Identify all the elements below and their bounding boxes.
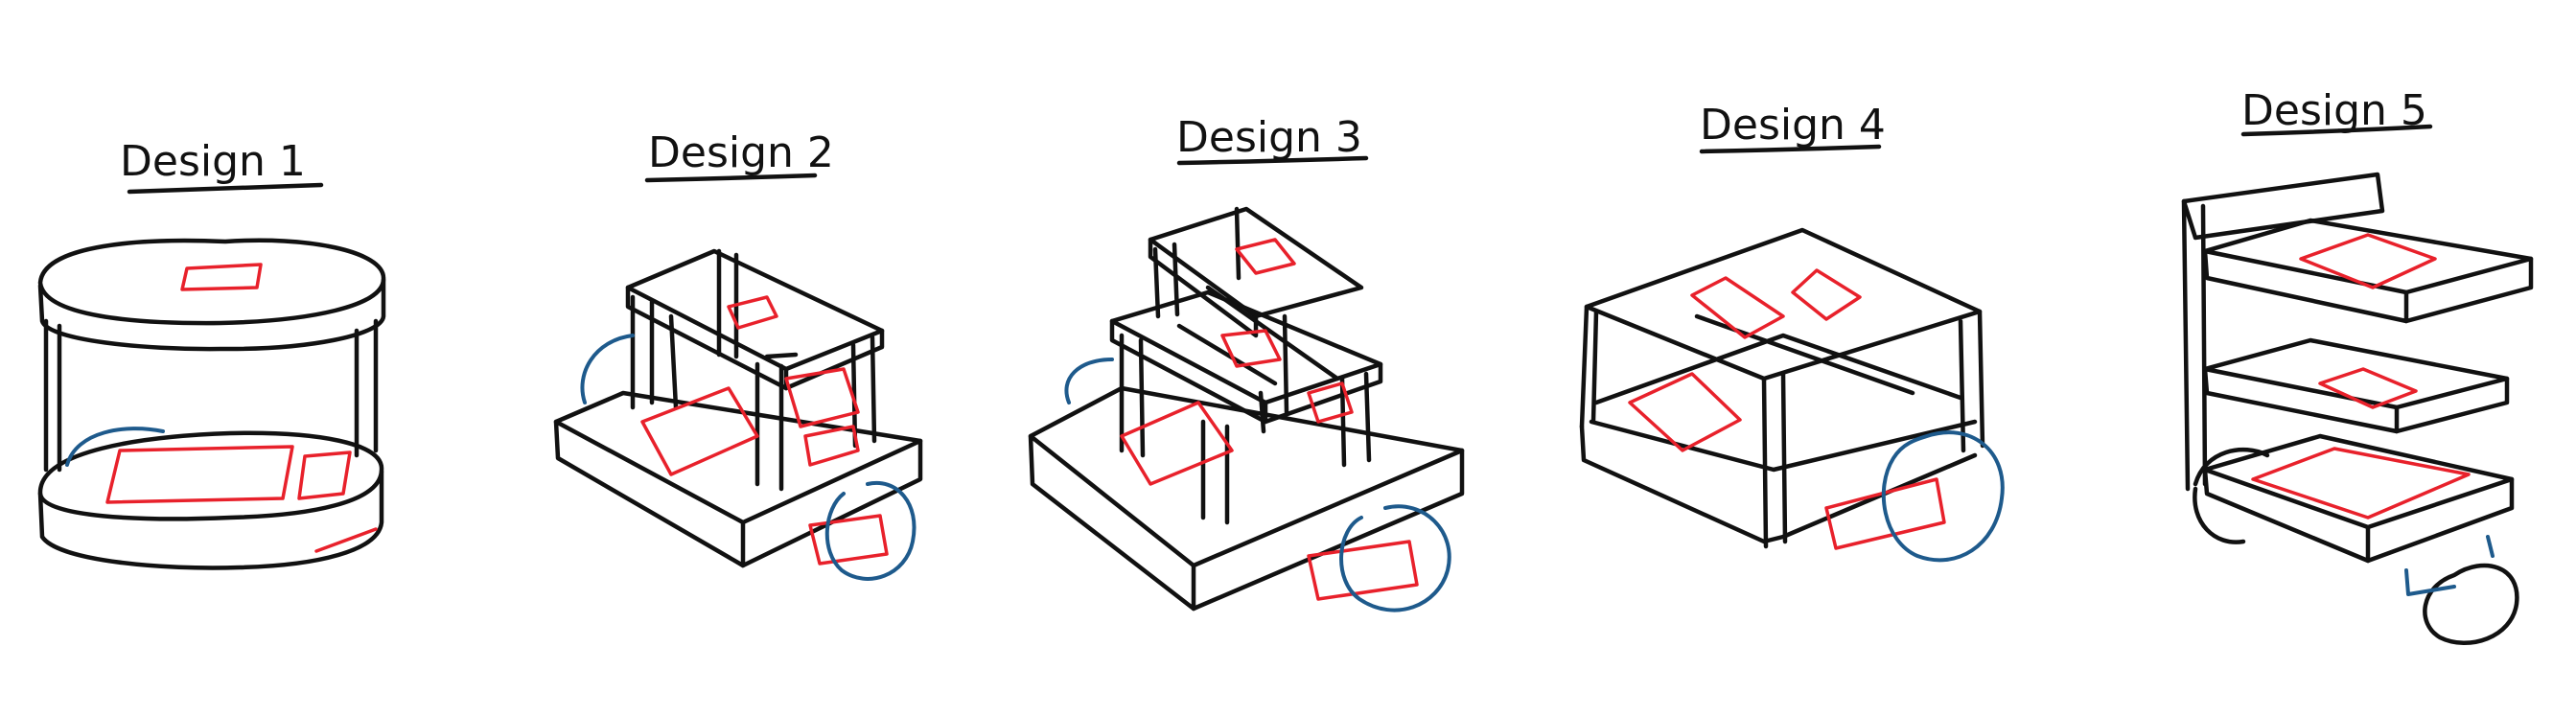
design-4: Design 4 bbox=[1582, 101, 2003, 560]
design-1-sketch bbox=[40, 241, 383, 568]
design-4-sketch bbox=[1582, 230, 2003, 560]
design-1-title: Design 1 bbox=[120, 137, 306, 186]
design-5: Design 5 bbox=[2184, 86, 2531, 643]
design-1-title-underline bbox=[129, 185, 321, 192]
design-3-title: Design 3 bbox=[1176, 113, 1362, 162]
design-2-title: Design 2 bbox=[648, 128, 834, 177]
design-4-title: Design 4 bbox=[1700, 101, 1886, 150]
design-3-sketch bbox=[1031, 209, 1462, 611]
design-5-sketch bbox=[2184, 174, 2531, 643]
design-2-sketch bbox=[556, 251, 920, 579]
design-1: Design 1 bbox=[40, 137, 383, 568]
design-3: Design 3 bbox=[1031, 113, 1462, 611]
design-2: Design 2 bbox=[556, 128, 920, 579]
